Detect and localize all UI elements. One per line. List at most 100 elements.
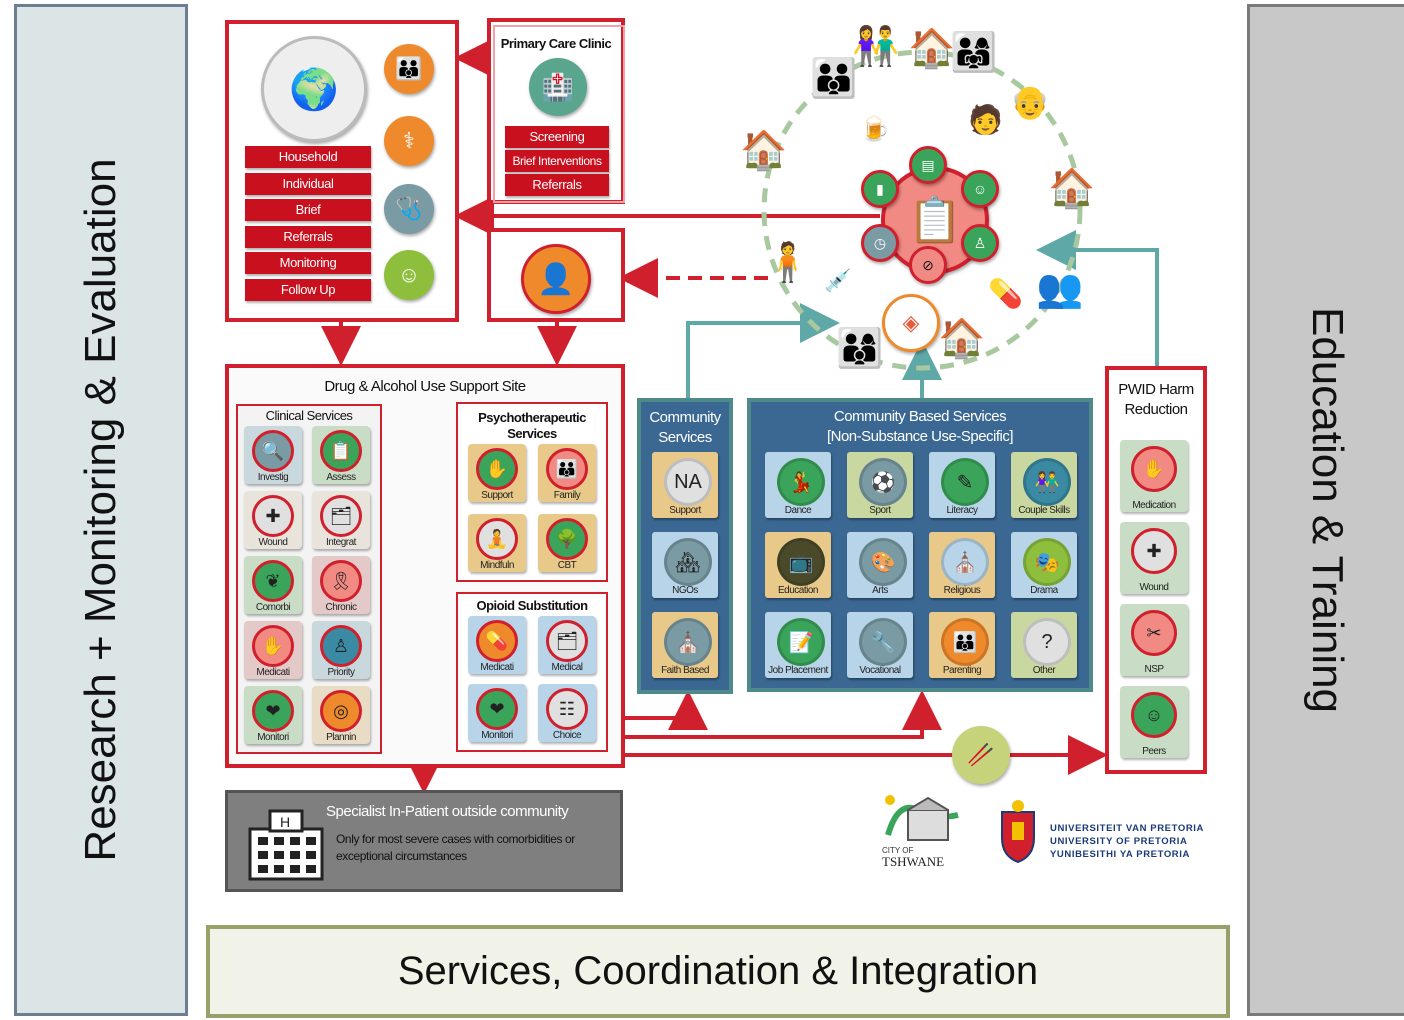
clinical-tile-0[interactable]: 🔍Investig [244, 426, 302, 484]
opioid-title: Opioid Substitution [476, 598, 588, 613]
psycho-tile-1[interactable]: 👪Family [538, 444, 596, 502]
psycho-tile-0[interactable]: ✋Support [468, 444, 526, 502]
copc-btn-referrals[interactable]: Referrals [245, 226, 371, 248]
psycho-icon-2: 🧘 [476, 518, 518, 560]
pwid-tile-1[interactable]: ✚Wound [1120, 522, 1188, 594]
opioid-tile-1[interactable]: 🗂Medical [538, 616, 596, 674]
primary-btn-referrals[interactable]: Referrals [505, 174, 609, 196]
cbs-icon-11: ? [1023, 618, 1071, 666]
cbs-tile-7-label: Drama [1030, 585, 1058, 596]
psycho-title: Psychotherapeutic Services [478, 410, 586, 441]
opioid-icon-0: 💊 [476, 620, 518, 662]
opioid-icon-2: ❤ [476, 688, 518, 730]
hub-person-icon: ♙ [961, 224, 999, 262]
clinical-tile-1-label: Assess [326, 472, 356, 483]
cbs-tile-11[interactable]: ?Other [1011, 612, 1077, 678]
opioid-tile-2[interactable]: ❤Monitori [468, 684, 526, 742]
cbs-tile-4[interactable]: 📺Education [765, 532, 831, 598]
clinical-tile-3[interactable]: 🗂Integrat [312, 491, 370, 549]
cbs-tile-8[interactable]: 📝Job Placement [765, 612, 831, 678]
clinical-tile-2-label: Wound [258, 537, 288, 548]
psycho-tile-0-label: Support [481, 490, 513, 501]
crowd-silhouette-icon: 👥 [1036, 268, 1084, 310]
medical-caduceus-icon: ⚕ [384, 116, 434, 166]
primary-care-title: Primary Care Clinic [500, 36, 612, 51]
outreach-person-icon: 🧍 [764, 242, 812, 284]
clinical-tile-1[interactable]: 📋Assess [312, 426, 370, 484]
psycho-tile-3[interactable]: 🌳CBT [538, 514, 596, 572]
clinical-tile-6-label: Medicati [256, 667, 290, 678]
side-panel-education-label: Education & Training [1303, 306, 1352, 714]
hub-peers-icon: ☺ [961, 170, 999, 208]
opioid-tile-0-label: Medicati [480, 662, 514, 673]
clinical-icon-1: 📋 [320, 430, 362, 472]
clinical-tile-6[interactable]: ✋Medicati [244, 621, 302, 679]
community-icon-1: 🏘 [664, 538, 712, 586]
copc-btn-household[interactable]: Household [245, 146, 371, 168]
clinical-tile-4-label: Comorbi [255, 602, 291, 613]
opioid-tile-0[interactable]: 💊Medicati [468, 616, 526, 674]
tshwane-logo: CITY OF TSHWANE [878, 790, 968, 876]
harm-reduction-tools-icon: 🥢 [952, 726, 1010, 784]
support-site-title: Drug & Alcohol Use Support Site [324, 378, 526, 395]
copc-btn-individual[interactable]: Individual [245, 173, 371, 195]
cbs-icon-4: 📺 [777, 538, 825, 586]
clinical-tile-7[interactable]: ♙Priority [312, 621, 370, 679]
cbs-icon-0: 💃 [777, 458, 825, 506]
bottom-title-bar: Services, Coordination & Integration [206, 925, 1230, 1018]
cbs-tile-10[interactable]: 👪Parenting [929, 612, 995, 678]
side-panel-education: Education & Training [1247, 4, 1404, 1016]
copc-btn-follow-up[interactable]: Follow Up [245, 279, 371, 301]
copc-btn-monitoring[interactable]: Monitoring [245, 252, 371, 274]
cbs-icon-7: 🎭 [1023, 538, 1071, 586]
up-crest-icon [998, 798, 1038, 864]
cbs-icon-8: 📝 [777, 618, 825, 666]
cbs-subtitle: [Non-Substance Use-Specific] [826, 428, 1014, 445]
primary-btn-brief-interventions[interactable]: Brief Interventions [505, 150, 609, 172]
side-panel-research-label: Research + Monitoring & Evaluation [76, 158, 125, 862]
cbs-tile-9[interactable]: 🔧Vocational [847, 612, 913, 678]
opioid-tile-3[interactable]: ☷Choice [538, 684, 596, 742]
pwid-tile-0-label: Medication [1132, 500, 1176, 511]
clinical-icon-9: ◎ [320, 690, 362, 732]
clinical-tile-9[interactable]: ◎Plannin [312, 686, 370, 744]
arrow-community-to-circle [686, 303, 840, 398]
clinical-tile-4[interactable]: ❦Comorbi [244, 556, 302, 614]
opioid-tile-2-label: Monitori [481, 730, 513, 741]
svg-text:H: H [280, 814, 290, 830]
primary-care-box: Primary Care Clinic 🏥 Screening Brief In… [487, 18, 625, 204]
clinical-tile-8-label: Monitori [257, 732, 289, 743]
cbs-tile-0[interactable]: 💃Dance [765, 452, 831, 518]
house-right-icon: 🏠 [1048, 168, 1096, 210]
house-left-icon: 🏠 [740, 130, 788, 172]
clinical-tile-2[interactable]: ✚Wound [244, 491, 302, 549]
clinical-tile-8[interactable]: ❤Monitori [244, 686, 302, 744]
cbs-tile-0-label: Dance [784, 505, 812, 516]
cbs-tile-1[interactable]: ⚽Sport [847, 452, 913, 518]
house-family-icon: 🏠 [908, 28, 956, 70]
pwid-tile-0[interactable]: ✋Medication [1120, 440, 1188, 512]
psycho-icon-0: ✋ [476, 448, 518, 490]
cbs-icon-3: 👫 [1023, 458, 1071, 506]
bottom-title: Services, Coordination & Integration [397, 949, 1039, 993]
cbs-tile-5[interactable]: 🎨Arts [847, 532, 913, 598]
cbs-tile-1-label: Sport [869, 505, 891, 516]
specialist-box: H Specialist In-Patient outside communit… [225, 790, 623, 892]
copc-btn-brief[interactable]: Brief [245, 199, 371, 221]
clinical-tile-5[interactable]: 🎗Chronic [312, 556, 370, 614]
cbs-tile-3[interactable]: 👫Couple Skills [1011, 452, 1077, 518]
tshwane-small-label: CITY OF [882, 846, 914, 855]
community-tile-1[interactable]: 🏘NGOs [652, 532, 718, 598]
pwid-tile-3[interactable]: ☺Peers [1120, 686, 1188, 758]
cbs-tile-7[interactable]: 🎭Drama [1011, 532, 1077, 598]
psycho-tile-2[interactable]: 🧘Mindfuln [468, 514, 526, 572]
cbs-tile-6[interactable]: ⛪Religious [929, 532, 995, 598]
cbs-tile-2[interactable]: ✎Literacy [929, 452, 995, 518]
up-line-afrikaans: UNIVERSITEIT VAN PRETORIA [1050, 823, 1204, 834]
community-tile-2[interactable]: ⛪Faith Based [652, 612, 718, 678]
pwid-tile-2[interactable]: ✂NSP [1120, 604, 1188, 676]
hub-clipboard-icon: ▤ [909, 146, 947, 184]
primary-btn-screening[interactable]: Screening [505, 126, 609, 148]
outreach-worker-box: 👤 [487, 228, 625, 322]
